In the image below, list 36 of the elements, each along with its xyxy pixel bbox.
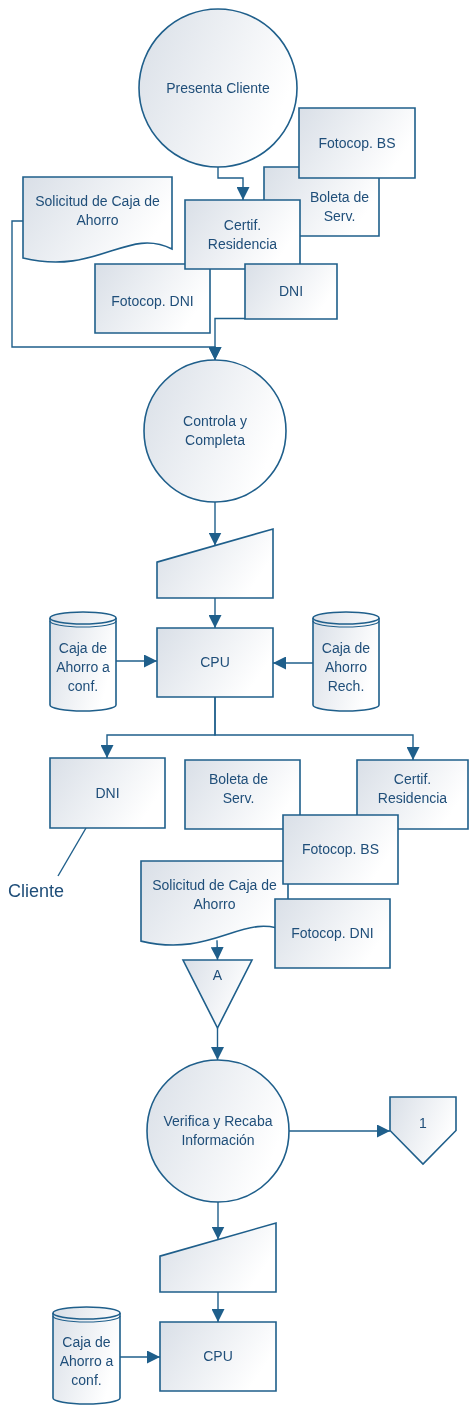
arrow bbox=[115, 654, 158, 668]
arrow bbox=[208, 501, 222, 547]
arrow bbox=[288, 1124, 391, 1138]
manual-input-shape bbox=[157, 529, 273, 598]
document-box: Boleta de Serv. bbox=[185, 760, 300, 829]
document-box: DNI bbox=[50, 758, 165, 828]
manual-input-shape bbox=[160, 1223, 276, 1292]
arrow bbox=[210, 939, 224, 961]
document-box: Certif. Residencia bbox=[357, 760, 468, 829]
document-box: CPU bbox=[157, 628, 273, 697]
arrow bbox=[119, 1350, 161, 1364]
actor-label: Cliente bbox=[8, 876, 88, 906]
arrow bbox=[214, 696, 420, 761]
storage-cylinder: Caja de Ahorro a conf. bbox=[50, 612, 116, 711]
arrow bbox=[211, 1201, 225, 1241]
process-circle: Presenta Cliente bbox=[139, 9, 297, 167]
file-triangle: A bbox=[183, 960, 252, 1028]
arrow bbox=[211, 1291, 225, 1323]
arrow bbox=[217, 166, 250, 201]
arrow bbox=[211, 1027, 224, 1061]
storage-cylinder: Caja de Ahorro Rech. bbox=[313, 612, 379, 711]
document-box: Fotocop. BS bbox=[283, 815, 398, 884]
document-box: DNI bbox=[245, 264, 337, 319]
process-circle: Controla y Completa bbox=[144, 360, 286, 502]
document-box: Fotocop. DNI bbox=[275, 899, 390, 968]
arrow bbox=[208, 597, 222, 629]
leader-line bbox=[57, 827, 87, 877]
storage-cylinder: Caja de Ahorro a conf. bbox=[53, 1307, 120, 1404]
document-box: CPU bbox=[160, 1322, 276, 1391]
off-page-connector: 1 bbox=[390, 1097, 456, 1164]
arrow bbox=[272, 656, 314, 670]
document-box: Fotocop. BS bbox=[299, 108, 415, 178]
document-box: Fotocop. DNI bbox=[95, 264, 210, 333]
document-box: Certif. Residencia bbox=[185, 200, 300, 269]
process-circle: Verifica y Recaba Información bbox=[147, 1060, 289, 1202]
arrow bbox=[208, 317, 246, 361]
